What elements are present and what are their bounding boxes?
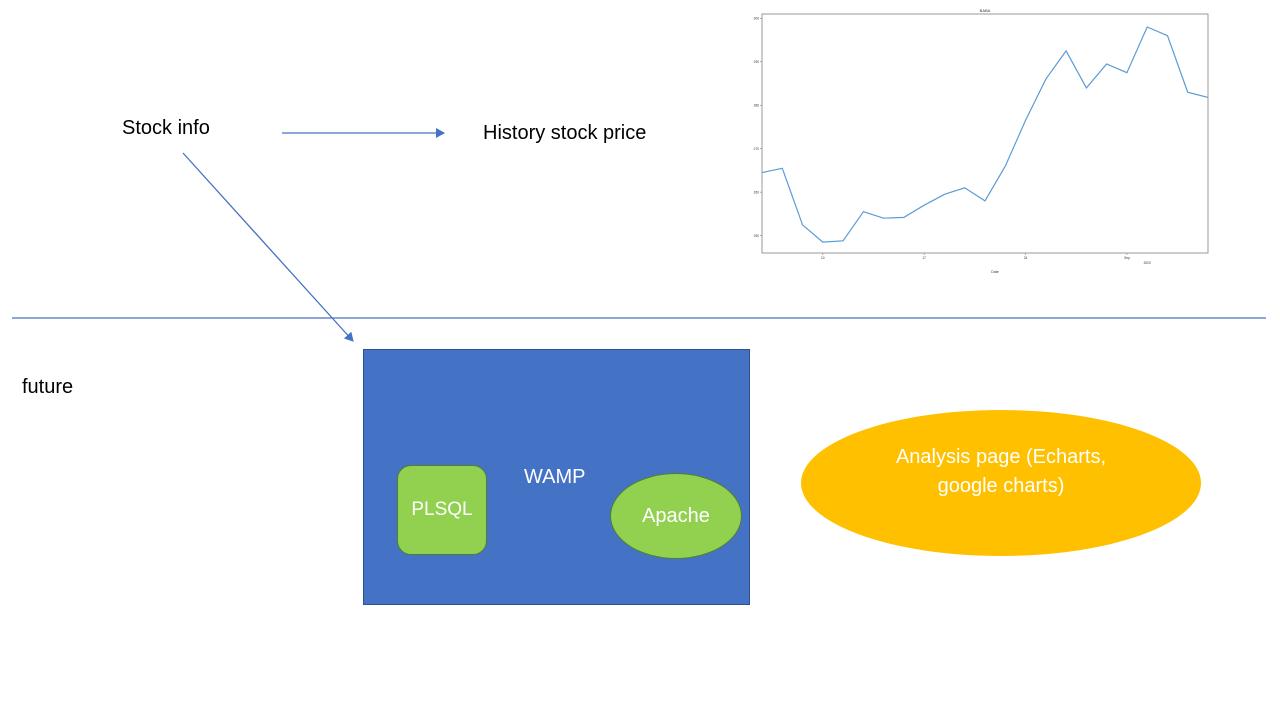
future-label: future: [22, 376, 74, 398]
wamp-box: WAMP PLSQL Apache: [363, 349, 750, 605]
history-price-chart: BABA Date 250 260 270 280 290 300 10 17 24 Sep 2020: [745, 4, 1215, 280]
chart-frame: [761, 13, 1209, 254]
wamp-label: WAMP: [524, 466, 586, 488]
x-tick-label: 17: [922, 256, 926, 260]
y-tick-label: 260: [754, 190, 760, 194]
stock-info-label: Stock info: [122, 117, 210, 139]
y-tick-label: 270: [754, 147, 760, 151]
apache-ellipse: Apache: [610, 473, 742, 559]
y-tick-label: 300: [754, 17, 760, 21]
arrow-to-wamp: [182, 152, 354, 342]
y-tick-label: 290: [754, 60, 760, 64]
chart-series-line: [761, 26, 1209, 243]
y-tick-label: 280: [754, 103, 760, 107]
chart-title: BABA: [980, 8, 991, 13]
analysis-page-ellipse: Analysis page (Echarts, google charts): [801, 410, 1201, 556]
x-tick-label: 24: [1024, 256, 1028, 260]
y-tick-label: 250: [754, 234, 760, 238]
analysis-page-label: Analysis page (Echarts, google charts): [895, 446, 1107, 497]
chart-xlabel: Date: [991, 270, 998, 274]
chart-svg: BABA Date 250 260 270 280 290 300 10 17 24 Sep 2020: [754, 8, 1209, 274]
apache-label: Apache: [642, 504, 710, 527]
plsql-box: PLSQL: [397, 465, 487, 555]
history-stock-price-label: History stock price: [483, 122, 647, 144]
plsql-label: PLSQL: [411, 499, 473, 520]
x-tick-label: 10: [821, 256, 825, 260]
x-tick-label: Sep: [1124, 256, 1130, 260]
x-tick-year-label: 2020: [1144, 261, 1151, 265]
